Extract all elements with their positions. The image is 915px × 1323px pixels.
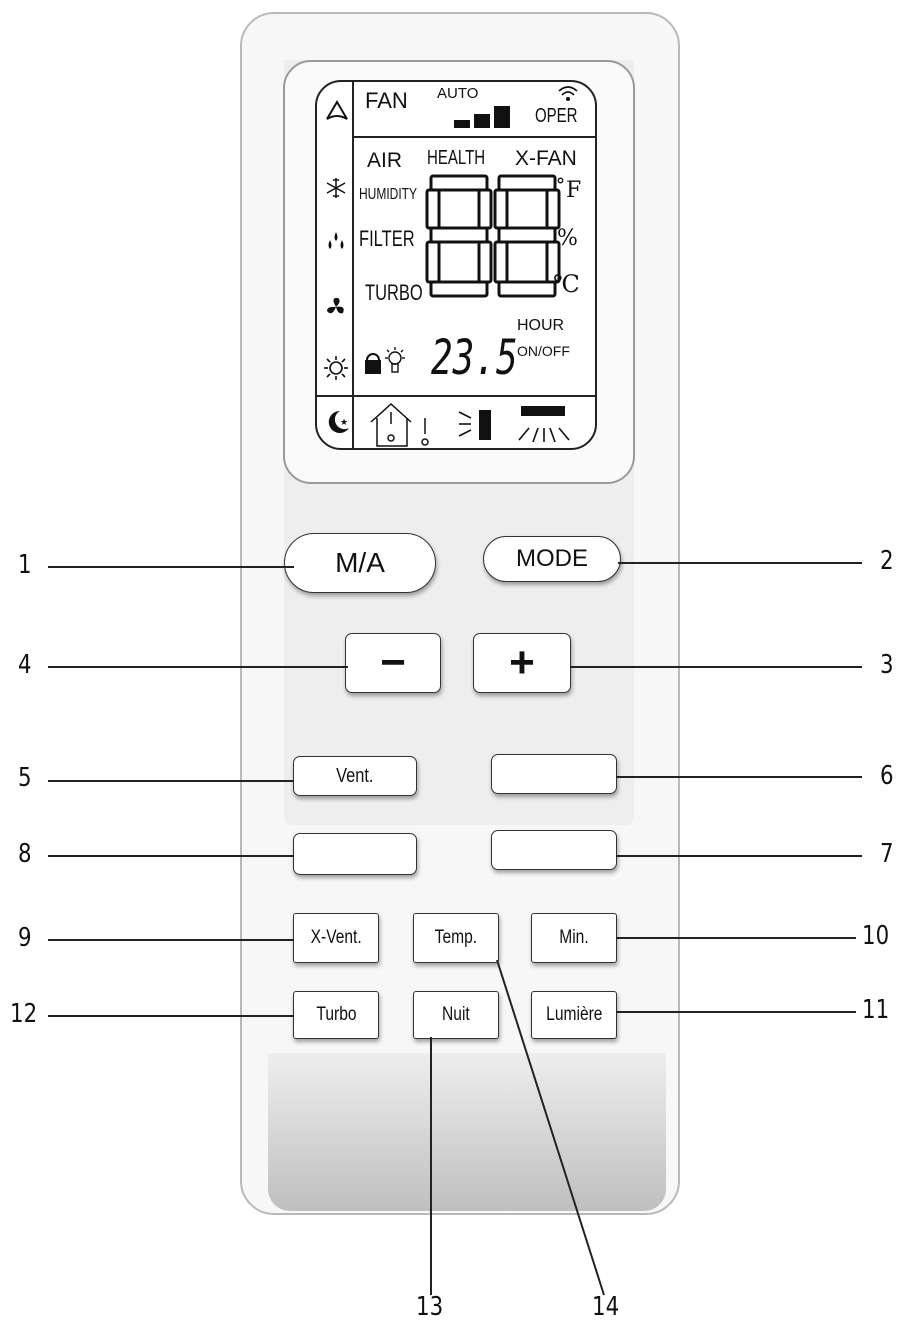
callout-8: 8 <box>18 839 32 869</box>
callout-3: 3 <box>880 650 894 680</box>
nuit-button[interactable]: Nuit <box>413 991 499 1039</box>
temp-button[interactable]: Temp. <box>413 913 499 963</box>
remote-bottom-shade <box>268 1053 666 1211</box>
fan-icon <box>327 297 344 314</box>
callout-9: 9 <box>18 923 32 953</box>
callout-6: 6 <box>880 761 894 791</box>
lcd-big-digits <box>425 174 561 298</box>
button-6[interactable] <box>491 754 617 794</box>
leader-line-10 <box>616 937 856 939</box>
lcd-hour-label: HOUR <box>517 317 565 334</box>
callout-4: 4 <box>18 650 32 680</box>
min-button[interactable]: Min. <box>531 913 617 963</box>
lumiere-button[interactable]: Lumière <box>531 991 617 1039</box>
x-vent-button[interactable]: X-Vent. <box>293 913 379 963</box>
lcd-turbo-label: TURBO <box>365 280 423 305</box>
lcd-filter-label: FILTER <box>359 226 415 251</box>
callout-10: 10 <box>862 921 890 951</box>
leader-line-2 <box>618 562 862 564</box>
light-bulb-icon <box>385 347 405 373</box>
signal-bars-icon <box>454 106 510 128</box>
callout-14: 14 <box>592 1292 620 1322</box>
swing-vertical-icon <box>458 410 491 440</box>
lcd-humidity-label: HUMIDITY <box>359 186 417 203</box>
callout-12: 12 <box>10 999 38 1029</box>
turbo-button[interactable]: Turbo <box>293 991 379 1039</box>
leader-line-12 <box>48 1015 294 1017</box>
snowflake-icon <box>326 178 346 198</box>
lcd-xfan-label: X-FAN <box>515 147 577 170</box>
lcd-percent-label: % <box>557 226 578 251</box>
lcd-celsius-label: ℃ <box>553 270 580 298</box>
temperature-down-button[interactable]: − <box>345 633 441 693</box>
lcd-screen: ★ FAN AUTO OPER AIR HEALTH X-FAN HUMIDIT… <box>315 80 597 450</box>
sleep-moon-icon: ★ <box>328 410 349 433</box>
vent-button[interactable]: Vent. <box>293 756 417 796</box>
svg-text:★: ★ <box>340 418 348 428</box>
callout-7: 7 <box>880 839 894 869</box>
lcd-grid-lines <box>317 82 595 448</box>
lcd-health-label: HEALTH <box>427 147 486 169</box>
sun-icon <box>324 356 348 380</box>
leader-line-9 <box>48 939 294 941</box>
callout-5: 5 <box>18 763 32 793</box>
lcd-fan-label: FAN <box>365 88 408 113</box>
lcd-onoff-label: ON/OFF <box>517 343 570 359</box>
leader-line-11 <box>616 1011 856 1013</box>
lcd-small-digits: 23.5 <box>431 330 518 386</box>
lcd-fahrenheit-label: ˚F <box>555 178 582 203</box>
lcd-oper-label: OPER <box>535 105 578 127</box>
leader-line-1 <box>48 566 294 568</box>
button-7[interactable] <box>491 830 617 870</box>
lcd-auto-label: AUTO <box>437 85 479 102</box>
lock-icon <box>365 353 381 374</box>
mode-button[interactable]: MODE <box>483 536 621 582</box>
callout-1: 1 <box>18 550 32 580</box>
leader-line-3 <box>570 666 862 668</box>
wifi-icon <box>558 86 578 101</box>
leader-line-7 <box>616 855 862 857</box>
home-icon <box>370 402 429 447</box>
callout-2: 2 <box>880 546 894 576</box>
button-8[interactable] <box>293 833 417 875</box>
cool-triangle-icon <box>326 100 348 120</box>
leader-line-6 <box>616 776 862 778</box>
drops-icon <box>328 232 344 249</box>
leader-line-4 <box>48 666 348 668</box>
callout-13: 13 <box>416 1292 444 1322</box>
lcd-air-label: AIR <box>367 149 403 172</box>
temperature-up-button[interactable]: + <box>473 633 571 693</box>
swing-horizontal-icon <box>518 406 570 443</box>
callout-11: 11 <box>862 995 890 1025</box>
on-off-button[interactable]: M/A <box>284 533 436 593</box>
leader-line-8 <box>48 855 294 857</box>
leader-line-5 <box>48 780 294 782</box>
